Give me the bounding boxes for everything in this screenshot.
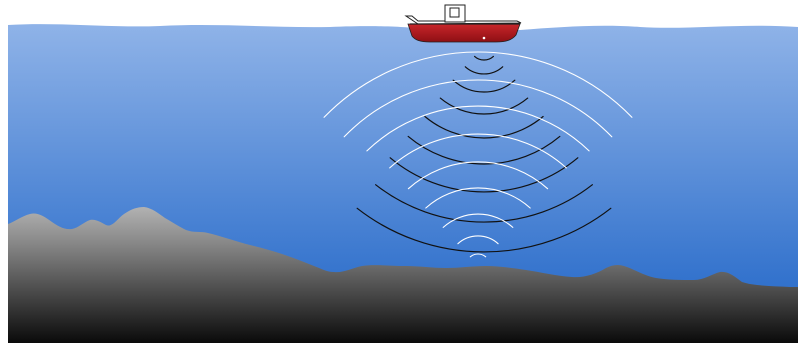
sonar-transducer-icon <box>483 37 486 40</box>
boat-window-icon <box>450 8 459 17</box>
boat-hull <box>408 24 520 42</box>
